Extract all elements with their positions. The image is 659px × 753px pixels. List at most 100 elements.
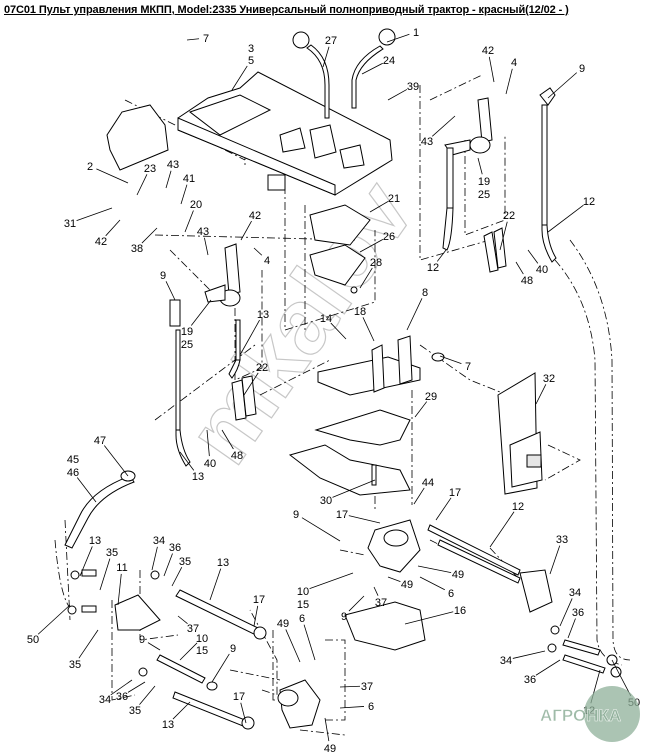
callout-50: 50 [27, 634, 39, 646]
leader-line-42 [105, 219, 121, 237]
leader-line-26 [359, 239, 384, 253]
callout-35: 35 [106, 547, 118, 559]
callout-13: 13 [89, 535, 101, 547]
leader-line-5 [231, 65, 248, 91]
callout-36: 36 [572, 607, 584, 619]
leader-line-48 [515, 261, 524, 275]
callout-6: 6 [299, 613, 305, 625]
leader-line-9 [211, 653, 230, 683]
callout-23: 23 [144, 163, 156, 175]
left-lever [169, 243, 257, 467]
callout-4: 4 [264, 255, 270, 267]
leader-line-4 [505, 68, 513, 95]
leader-line-41 [180, 184, 188, 205]
callout-44: 44 [422, 477, 434, 489]
callout-37: 37 [375, 597, 387, 609]
leader-line-23 [136, 174, 148, 196]
callout-26: 26 [383, 231, 395, 243]
leader-line-6 [303, 624, 316, 661]
callout-49: 49 [401, 579, 413, 591]
callout-37: 37 [361, 681, 373, 693]
callout-46: 46 [67, 467, 79, 479]
leader-line-49 [324, 717, 330, 742]
page-title: 07C01 Пульт управления МКПП, Model:2335 … [4, 4, 569, 16]
leader-line-36 [567, 618, 576, 639]
leader-line-31 [76, 207, 113, 222]
leader-line-9 [147, 642, 161, 651]
callout-42: 42 [482, 45, 494, 57]
leader-line-10 [309, 572, 354, 590]
callout-12: 12 [583, 196, 595, 208]
callout-17: 17 [233, 691, 245, 703]
callout-9: 9 [341, 611, 347, 623]
leader-line-19 [190, 299, 212, 326]
callout-9: 9 [293, 509, 299, 521]
leader-line-38 [141, 227, 158, 244]
leader-line-12 [489, 511, 515, 548]
callout-2: 2 [87, 161, 93, 173]
callout-18: 18 [354, 306, 366, 318]
callout-45: 45 [67, 454, 79, 466]
callout-40: 40 [204, 458, 216, 470]
callout-14: 14 [320, 313, 332, 325]
callout-43: 43 [197, 226, 209, 238]
callout-15: 15 [297, 599, 309, 611]
leader-line-43 [204, 237, 209, 256]
leader-line-6 [339, 706, 365, 709]
leader-line-32 [535, 384, 547, 405]
leader-line-39 [387, 89, 408, 101]
leader-line-37 [177, 615, 188, 624]
callout-20: 20 [190, 199, 202, 211]
callout-49: 49 [277, 618, 289, 630]
leader-line-43 [431, 115, 456, 137]
leader-line-44 [413, 487, 425, 505]
leader-line-46 [76, 477, 97, 503]
logo-text: АГРОНКА [540, 706, 621, 725]
callout-17: 17 [449, 487, 461, 499]
leader-line-28 [359, 267, 373, 289]
callout-27: 27 [325, 35, 337, 47]
leader-line-13 [209, 568, 222, 601]
leader-line-8 [406, 298, 423, 331]
callout-9: 9 [230, 643, 236, 655]
callout-15: 15 [196, 645, 208, 657]
callout-19: 19 [478, 176, 490, 188]
leader-line-42 [240, 220, 252, 241]
callout-13: 13 [162, 719, 174, 731]
leader-line-50 [37, 604, 71, 635]
leader-line-49 [387, 576, 401, 582]
callout-28: 28 [370, 257, 382, 269]
leader-line-9 [165, 281, 176, 301]
leader-line-27 [322, 46, 330, 68]
callout-7: 7 [465, 361, 471, 373]
leader-line-34 [512, 650, 546, 659]
leader-line-13 [172, 701, 191, 720]
leader-line-1 [386, 33, 410, 43]
callout-34: 34 [569, 587, 581, 599]
callout-9: 9 [579, 63, 585, 75]
callout-16: 16 [454, 605, 466, 617]
callout-43: 43 [421, 136, 433, 148]
callout-8: 8 [422, 287, 428, 299]
shift-levers [292, 28, 396, 119]
callout-24: 24 [383, 55, 395, 67]
callout-5: 5 [248, 55, 254, 67]
callout-34: 34 [153, 535, 165, 547]
callout-49: 49 [324, 743, 336, 753]
callout-48: 48 [231, 450, 243, 462]
callout-25: 25 [478, 189, 490, 201]
leader-line-49 [285, 629, 301, 663]
leader-line-29 [414, 401, 428, 418]
lower-linkage [277, 519, 426, 729]
shifter-base [288, 335, 445, 496]
leader-line-40 [527, 249, 539, 264]
leader-line-49 [417, 565, 452, 574]
leader-line-11 [117, 573, 122, 606]
leader-line-7 [186, 38, 200, 41]
leader-line-43 [165, 170, 172, 189]
leader-line-17 [348, 515, 381, 524]
callout-11: 11 [116, 562, 127, 574]
leader-line-13 [179, 451, 195, 471]
callout-10: 10 [297, 586, 309, 598]
leader-line-36 [535, 659, 561, 676]
